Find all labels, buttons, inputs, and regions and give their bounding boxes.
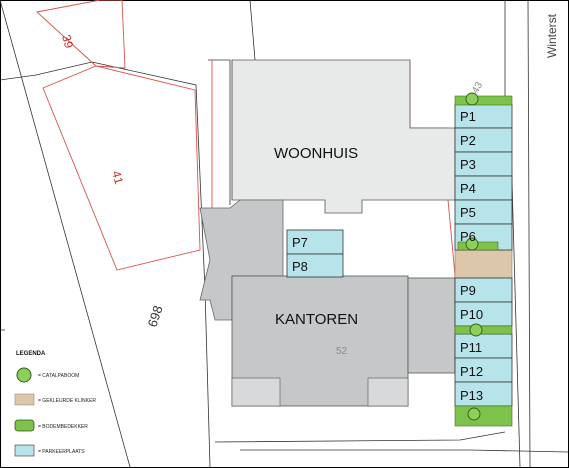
street-name: Winterst [545, 13, 559, 58]
paving-swatch [14, 393, 35, 406]
groundcover-mid [454, 325, 513, 335]
tree-icon [469, 323, 483, 337]
parking-swatch [14, 444, 35, 457]
parking-label-p10: P10 [460, 307, 483, 322]
parking-courtyard [286, 229, 344, 278]
parking-p8 [286, 253, 344, 278]
parking-p2 [454, 127, 513, 153]
parking-p13 [454, 381, 513, 407]
parking-p12 [454, 357, 513, 383]
parking-label-p2: P2 [460, 133, 476, 148]
parking-label-p4: P4 [460, 181, 476, 196]
legend: LEGENDA = CATALPABOOM = GEKLEURDE KLINKE… [14, 351, 96, 457]
legend-label-groundcover: = BODEMBEDEKKER [38, 424, 88, 430]
label-kantoren: KANTOREN [275, 311, 358, 328]
parking-p3 [454, 151, 513, 177]
parcel-number-39: 39 [59, 33, 76, 50]
parking-label-p13: P13 [460, 388, 483, 403]
parking-label-p7: P7 [292, 235, 308, 250]
parcel-number-52: 52 [336, 346, 348, 357]
tree-icon [465, 92, 479, 106]
parcel-number-43: 43 [470, 80, 485, 96]
parking-column [454, 103, 513, 407]
parking-label-p5: P5 [460, 205, 476, 220]
tree-icon [465, 237, 479, 251]
tree-icon [16, 367, 32, 383]
parking-p9 [454, 277, 513, 303]
tree-icon [467, 407, 481, 421]
parking-label-p11: P11 [460, 340, 482, 355]
parking-p11 [454, 333, 513, 359]
building-woonhuis [231, 59, 456, 214]
legend-label-tree: = CATALPABOOM [38, 373, 79, 379]
paving-strip [454, 249, 513, 279]
parking-label-p12: P12 [460, 364, 483, 379]
parcel-number-698: 698 [145, 304, 166, 329]
parking-label-p9: P9 [460, 283, 476, 298]
parking-label-p3: P3 [460, 157, 476, 172]
building-kantoren [231, 275, 456, 407]
legend-label-paving: = GEKLEURDE KLINKER [38, 398, 96, 404]
trees [465, 92, 483, 421]
parking-label-p8: P8 [292, 259, 308, 274]
parking-p10 [454, 301, 513, 327]
groundcover-bottom [454, 405, 513, 427]
groundcover-swatch [14, 419, 35, 432]
groundcover-top [454, 95, 513, 106]
parking-p7 [286, 229, 344, 255]
parcel-number-41: 41 [109, 169, 126, 186]
parking-label-p6: P6 [460, 229, 476, 244]
legend-label-parking: = PARKEERPLAATS [38, 449, 85, 455]
label-woonhuis: WOONHUIS [274, 145, 358, 162]
legend-title: LEGENDA [16, 351, 46, 357]
parking-label-p1: P1 [460, 109, 476, 124]
